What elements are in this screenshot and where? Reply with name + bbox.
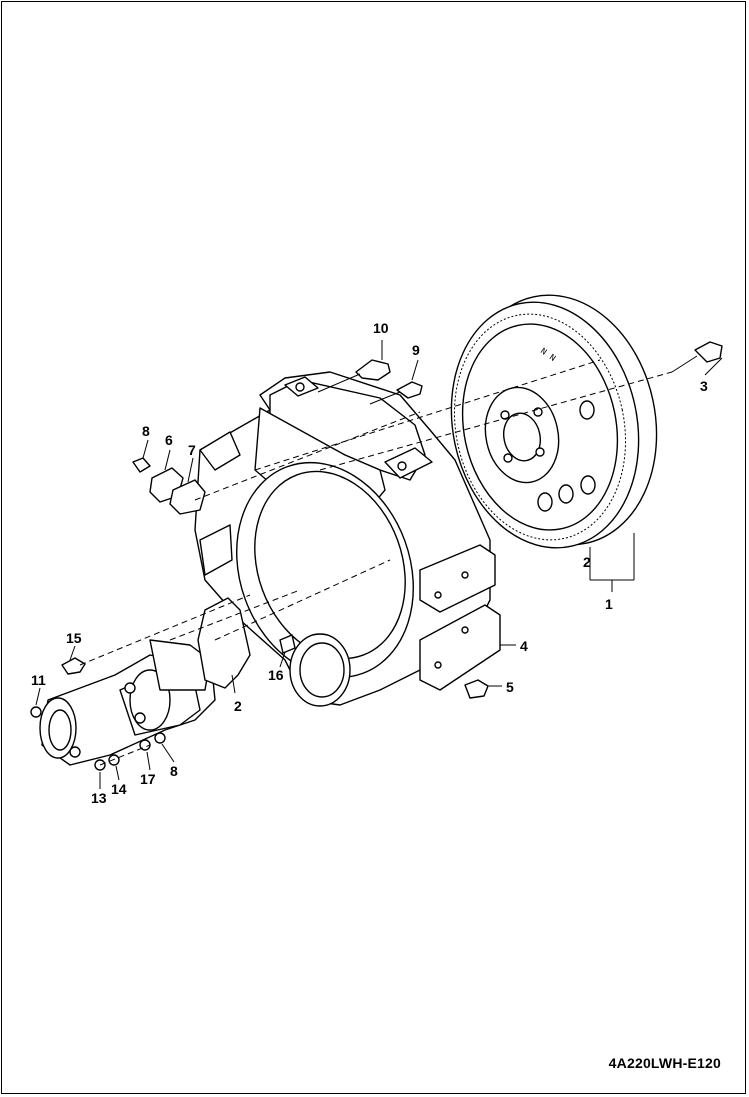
bolts xyxy=(61,341,723,771)
callout-11: 11 xyxy=(31,672,46,688)
callout-15: 15 xyxy=(66,630,82,646)
callout-2-flywheel: 2 xyxy=(583,554,591,570)
callout-10: 10 xyxy=(373,320,389,336)
flywheel-housing xyxy=(194,371,501,707)
callout-3: 3 xyxy=(700,378,708,394)
callout-17: 17 xyxy=(140,771,156,787)
callout-7: 7 xyxy=(188,442,196,458)
document-code: 4A220LWH-E120 xyxy=(608,1055,721,1071)
dowel-pin xyxy=(279,634,296,654)
callout-16: 16 xyxy=(268,667,284,683)
cover-gasket xyxy=(169,479,206,515)
callout-13: 13 xyxy=(91,790,107,806)
callout-1: 1 xyxy=(605,596,613,612)
callout-14: 14 xyxy=(111,781,127,797)
callout-4: 4 xyxy=(520,638,528,654)
flywheel-assembly: N N xyxy=(450,294,658,549)
callout-8-bottom: 8 xyxy=(170,763,178,779)
callout-9: 9 xyxy=(412,342,420,358)
leader-lines xyxy=(35,340,723,789)
callout-6: 6 xyxy=(165,432,173,448)
callout-8-top: 8 xyxy=(142,423,150,439)
cover-bolt xyxy=(132,457,151,473)
callout-labels: 1 2 2 3 4 5 6 7 8 8 9 10 11 15 16 17 13 … xyxy=(31,320,708,806)
callout-2-starter: 2 xyxy=(234,698,242,714)
callout-5: 5 xyxy=(506,679,514,695)
starter-motor xyxy=(30,639,216,766)
alignment-lines xyxy=(79,359,673,766)
